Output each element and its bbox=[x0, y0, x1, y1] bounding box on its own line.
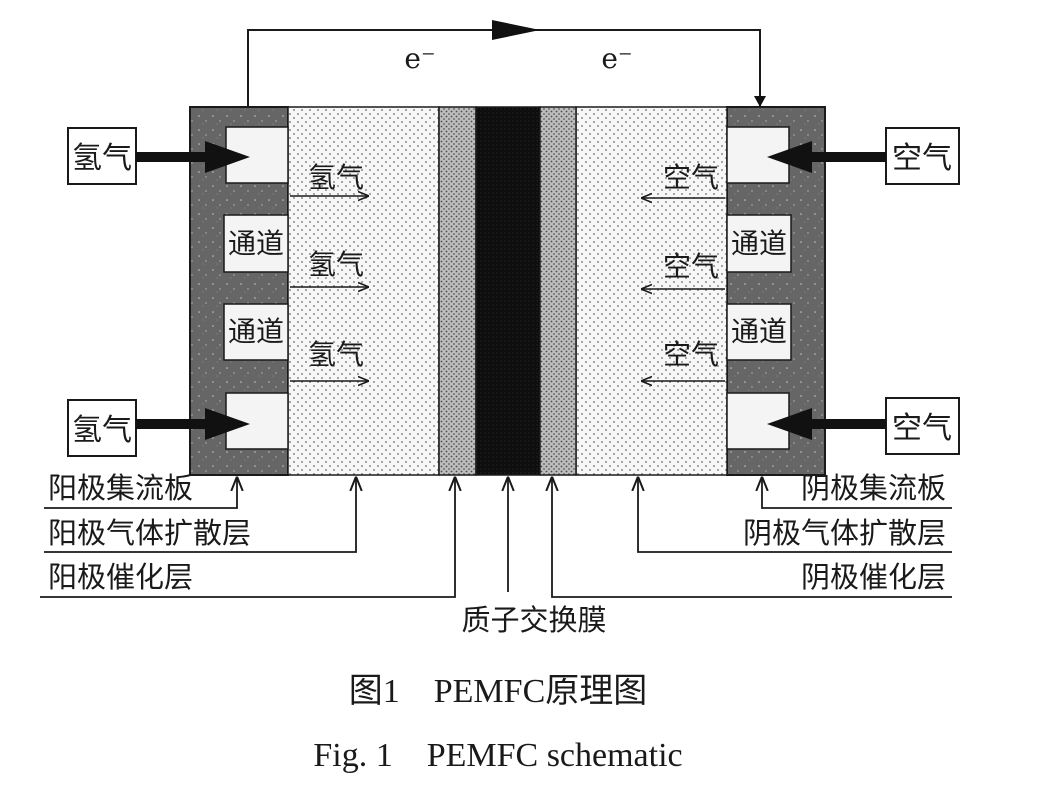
air-flow-label: 空气 bbox=[663, 338, 719, 371]
cathode-channel-label: 通道 bbox=[731, 227, 787, 260]
air-inlet-label: 空气 bbox=[892, 411, 952, 446]
figure-caption-cn: 图1 PEMFC原理图 bbox=[349, 673, 648, 710]
anode-channel-label: 通道 bbox=[228, 315, 284, 348]
anode-catalyst-layer bbox=[438, 106, 477, 476]
anode-channel-2 bbox=[223, 303, 289, 361]
anode-channel-label: 通道 bbox=[228, 227, 284, 260]
anode-leader-lines bbox=[40, 478, 455, 598]
anode-catalyst-label: 阳极催化层 bbox=[48, 560, 193, 594]
membrane-label: 质子交换膜 bbox=[461, 603, 606, 637]
air-inlet-label: 空气 bbox=[892, 141, 952, 176]
cathode-channel-1 bbox=[726, 214, 792, 273]
anode-gdl-label: 阳极气体扩散层 bbox=[48, 516, 251, 550]
air-flow-label: 空气 bbox=[663, 250, 719, 283]
air-inlet-box-top bbox=[885, 127, 960, 185]
cathode-catalyst-label: 阴极催化层 bbox=[801, 560, 946, 594]
external-circuit bbox=[247, 20, 766, 107]
hydrogen-flow-label: 氢气 bbox=[308, 338, 364, 371]
hydrogen-inlet-box-top bbox=[67, 127, 137, 185]
anode-channel-1 bbox=[223, 214, 289, 273]
hydrogen-inlet-box-bottom bbox=[67, 399, 137, 457]
proton-exchange-membrane bbox=[475, 106, 541, 476]
electron-label-left: e⁻ bbox=[404, 42, 435, 75]
anode-plate-label: 阳极集流板 bbox=[48, 471, 193, 505]
figure-caption-en: Fig. 1 PEMFC schematic bbox=[313, 737, 682, 774]
cathode-leader-lines bbox=[552, 478, 952, 598]
air-flow-label: 空气 bbox=[663, 161, 719, 194]
hydrogen-inlet-label: 氢气 bbox=[72, 141, 132, 176]
electron-flow-arrow-icon bbox=[492, 20, 540, 40]
hydrogen-flow-label: 氢气 bbox=[308, 248, 364, 281]
air-inlet-arrow-icon bbox=[808, 419, 886, 429]
air-inlet-arrow-icon bbox=[808, 152, 886, 162]
hydrogen-inlet-arrow-icon bbox=[136, 152, 208, 162]
electron-label-right: e⁻ bbox=[601, 42, 632, 75]
hydrogen-flow-label: 氢气 bbox=[308, 161, 364, 194]
cathode-catalyst-layer bbox=[539, 106, 577, 476]
hydrogen-inlet-arrow-icon bbox=[136, 419, 208, 429]
cathode-channel-label: 通道 bbox=[731, 315, 787, 348]
cathode-gdl-label: 阴极气体扩散层 bbox=[743, 516, 946, 550]
cathode-channel-2 bbox=[726, 303, 792, 361]
hydrogen-inlet-label: 氢气 bbox=[72, 413, 132, 448]
cathode-plate-label: 阴极集流板 bbox=[801, 471, 946, 505]
